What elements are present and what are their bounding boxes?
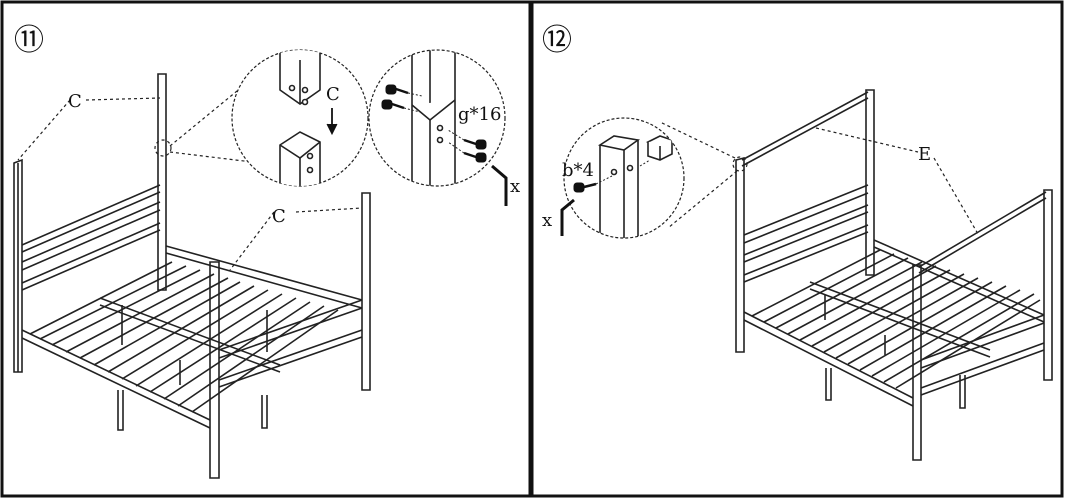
zoom-post-joint: C bbox=[231, 49, 369, 187]
panel-step-12: ⑫ bbox=[530, 0, 1064, 498]
canopy-bed-frame bbox=[735, 89, 1053, 461]
label-bolt-qty: b*4 bbox=[562, 160, 594, 181]
allen-wrench-icon bbox=[491, 164, 508, 206]
bolt-icon bbox=[573, 182, 597, 193]
bed-frame bbox=[13, 73, 371, 479]
zoom-screw-joint: g*16 bbox=[368, 49, 506, 187]
step-number: ⑫ bbox=[542, 23, 572, 58]
label-screw-qty: g*16 bbox=[458, 104, 501, 125]
panel-border bbox=[0, 0, 532, 498]
panel-border bbox=[530, 0, 1064, 498]
label-c-right: C bbox=[272, 206, 286, 227]
leader-lines bbox=[17, 81, 363, 271]
zoom-canopy-joint: b*4 bbox=[562, 117, 685, 239]
label-wrench: x bbox=[510, 176, 520, 197]
leader-lines bbox=[659, 121, 979, 235]
panel-step-11: ⑪ bbox=[0, 0, 532, 498]
label-bar-e: E bbox=[918, 144, 931, 165]
screw-icon bbox=[381, 84, 487, 163]
label-c-zoom: C bbox=[326, 84, 340, 105]
allen-wrench-icon bbox=[560, 198, 575, 236]
step-number: ⑪ bbox=[14, 23, 44, 58]
label-c-left: C bbox=[68, 91, 82, 112]
label-wrench: x bbox=[542, 210, 552, 231]
